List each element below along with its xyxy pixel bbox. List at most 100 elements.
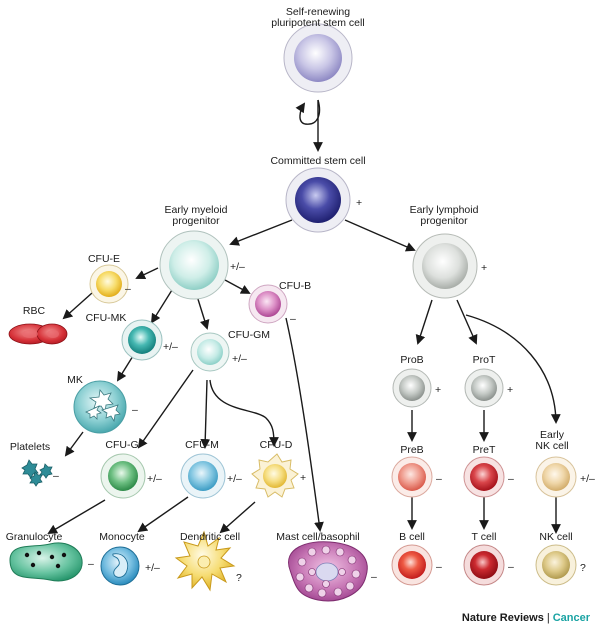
- cfug-cell: [100, 453, 146, 499]
- preb-label: PreB: [400, 444, 423, 456]
- bcell-cell: [391, 544, 433, 586]
- cfug-to-granulocyte-arrow: [47, 499, 106, 534]
- tcell-label: T cell: [472, 531, 497, 543]
- mk-cell: [73, 380, 127, 434]
- committed-label: Committed stem cell: [270, 155, 365, 167]
- cfue-to-rbc-arrow: [62, 292, 93, 320]
- pret-label: PreT: [473, 444, 496, 456]
- journal-name: Cancer: [552, 612, 590, 624]
- preb-cell: [391, 456, 433, 498]
- myeloid-to-cfumk-arrow: [150, 289, 173, 324]
- cfue-cell: [89, 264, 129, 304]
- lymphoid-progenitor: [412, 233, 478, 299]
- committed-sign: +: [356, 197, 362, 209]
- cfue-label: CFU-E: [88, 253, 120, 265]
- cfugm-to-cfum-arrow: [200, 379, 211, 449]
- granulocyte-sign: –: [88, 558, 94, 570]
- mast-sign: –: [371, 571, 377, 583]
- cfugm-to-cfug-arrow: [137, 369, 194, 449]
- rbc-cell: [8, 323, 68, 345]
- committed-to-lymphoid-arrow: [344, 219, 416, 252]
- dendritic-cell: [174, 530, 236, 592]
- prot-sign: +: [507, 384, 513, 396]
- cfumk-cell: [121, 319, 163, 361]
- myeloid-progenitor: [159, 230, 229, 300]
- cfumk-to-mk-arrow: [116, 355, 134, 382]
- myeloid-to-cfub-arrow: [224, 279, 251, 294]
- platelets-cell: [21, 459, 53, 487]
- prob-label: ProB: [400, 354, 423, 366]
- monocyte-label: Monocyte: [99, 531, 145, 543]
- myeloid-to-cfugm-arrow: [196, 295, 210, 330]
- cfub-cell: [248, 284, 288, 324]
- cfud-cell: [251, 453, 299, 498]
- bcell-label: B cell: [399, 531, 425, 543]
- self-renew-arrow: [295, 99, 321, 125]
- cfum-to-monocyte-arrow: [137, 496, 189, 533]
- mk-label: MK: [67, 374, 83, 386]
- cfugm-to-cfud-arrow: [209, 379, 279, 447]
- earlynk-sign: +/–: [580, 473, 595, 485]
- cfub-label: CFU-B: [279, 280, 311, 292]
- platelets-sign: –: [53, 470, 59, 482]
- cfugm-sign: +/–: [232, 353, 247, 365]
- journal-credit: Nature Reviews|Cancer: [462, 612, 590, 624]
- granulocyte-cell: [9, 542, 83, 582]
- signs: + +/– + – – +/– +/– – – +/– +/– + – +/– …: [53, 197, 595, 584]
- platelets-label: Platelets: [10, 441, 50, 453]
- prob-sign: +: [435, 384, 441, 396]
- dendritic-sign: ?: [236, 572, 242, 584]
- mk-sign: –: [132, 404, 138, 416]
- stem-cell: [283, 23, 353, 93]
- lymphoid-to-prot-arrow: [456, 299, 478, 345]
- cfud-to-dendritic-arrow: [219, 501, 256, 534]
- nkcell-cell: [535, 544, 577, 586]
- nkcell-sign: ?: [580, 562, 586, 574]
- prot-cell: [464, 368, 504, 408]
- cfud-sign: +: [300, 472, 306, 484]
- cfue-sign: –: [125, 283, 131, 295]
- prob-cell: [392, 368, 432, 408]
- nkcell-label: NK cell: [539, 531, 572, 543]
- cfugm-label: CFU-GM: [228, 329, 270, 341]
- publisher-name: Nature Reviews: [461, 612, 544, 624]
- preb-sign: –: [436, 473, 442, 485]
- lymphoid-to-earlynk-arrow: [465, 314, 561, 424]
- cfumk-label: CFU-MK: [86, 312, 127, 324]
- bcell-sign: –: [436, 561, 442, 573]
- prot-label: ProT: [473, 354, 496, 366]
- cfugm-cell: [190, 332, 230, 372]
- monocyte-cell: [100, 546, 140, 586]
- mast-cell: [288, 541, 368, 602]
- mast-label: Mast cell/basophil: [276, 531, 359, 543]
- rbc-label: RBC: [23, 305, 46, 317]
- arrows: [47, 99, 561, 534]
- lymphoid-to-prob-arrow: [415, 299, 433, 345]
- pret-sign: –: [508, 473, 514, 485]
- granulocyte-label: Granulocyte: [6, 531, 63, 543]
- myeloid-to-cfue-arrow: [135, 267, 159, 280]
- cfub-sign: –: [290, 313, 296, 325]
- cfum-sign: +/–: [227, 473, 242, 485]
- myeloid-sign: +/–: [230, 261, 245, 273]
- cfud-label: CFU-D: [260, 439, 293, 451]
- lymphoid-sign: +: [481, 262, 487, 274]
- pret-cell: [463, 456, 505, 498]
- mk-to-platelets-arrow: [64, 431, 84, 457]
- earlynk-cell: [535, 456, 577, 498]
- committed-to-myeloid-arrow: [229, 219, 293, 246]
- dendritic-label: Dendritic cell: [180, 531, 240, 543]
- tcell-sign: –: [508, 561, 514, 573]
- credit-separator: |: [546, 612, 550, 624]
- cfum-cell: [180, 453, 226, 499]
- cfumk-sign: +/–: [163, 341, 178, 353]
- committed-stem-cell: [285, 167, 351, 233]
- cfug-label: CFU-G: [105, 439, 138, 451]
- monocyte-sign: +/–: [145, 562, 160, 574]
